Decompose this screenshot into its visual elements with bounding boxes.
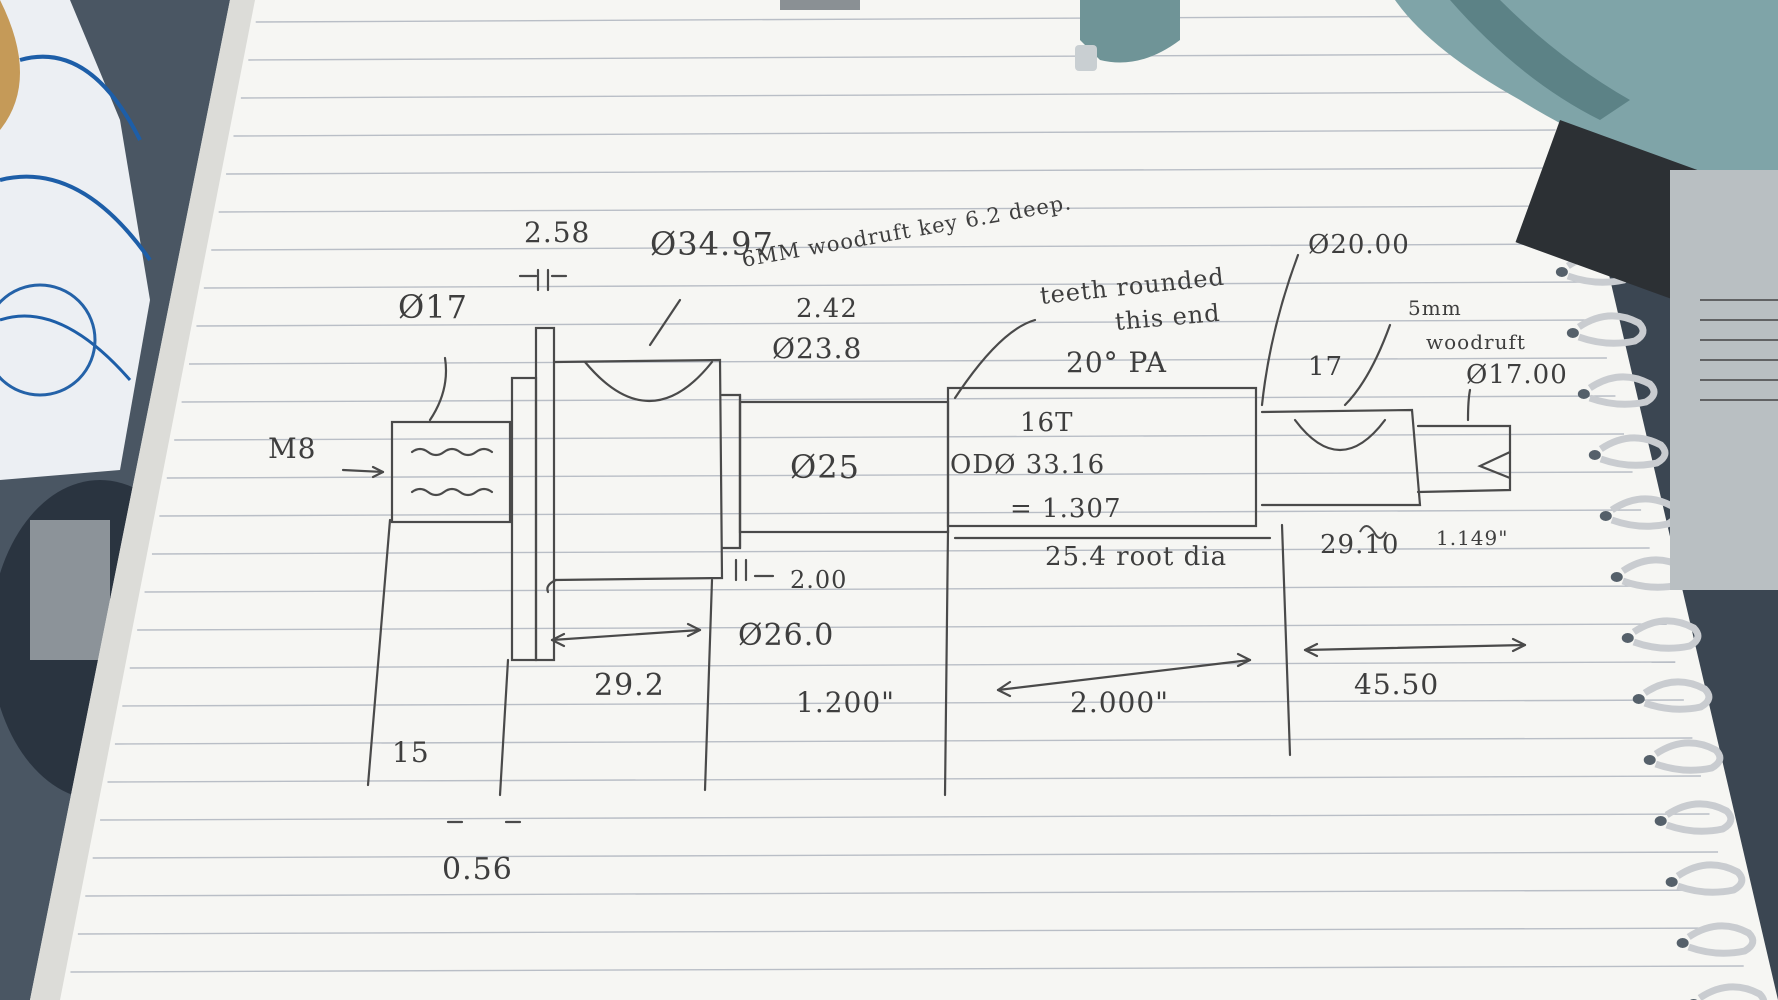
ruled-line	[248, 53, 1539, 61]
shaft-sketch	[341, 253, 1527, 824]
ruled-line	[159, 509, 1642, 517]
length-2-000-label: 2.000"	[1070, 686, 1170, 719]
ruled-line	[181, 395, 1616, 403]
spiral-hole	[1632, 694, 1645, 704]
spiral-coil	[1697, 983, 1768, 1000]
spiral-coil	[1587, 373, 1658, 408]
spiral-hole	[1599, 511, 1612, 521]
ruled-line	[166, 471, 1633, 479]
spiral-hole	[1676, 938, 1689, 948]
spiral-coil	[1631, 617, 1702, 652]
diameter-34-97-label: Ø34.97	[650, 225, 774, 263]
mark-17-label: 17	[1308, 352, 1344, 382]
mug	[0, 0, 152, 480]
outside-diameter-inches-label: = 1.307	[1010, 494, 1122, 524]
outside-diameter-label: ODØ 33.16	[950, 450, 1106, 480]
spiral-hole	[1566, 328, 1579, 338]
ruled-line	[114, 737, 1693, 745]
width-2-42-label: 2.42	[796, 294, 858, 324]
micrometer	[780, 0, 1778, 590]
diameter-20-00-label: Ø20.00	[1308, 230, 1410, 260]
length-29-10-inches-label: 1.149"	[1436, 526, 1509, 550]
spiral-hole	[1577, 389, 1590, 399]
spiral-hole	[1654, 816, 1667, 826]
spiral-coil	[1686, 922, 1757, 957]
diameter-17-label: Ø17	[398, 288, 468, 326]
ruled-line	[151, 547, 1650, 555]
diameter-17-00-label: Ø17.00	[1466, 360, 1568, 390]
scribbled-number	[1359, 525, 1387, 539]
woodruff-5mm-line-1: 5mm	[1408, 296, 1462, 320]
width-2-58-label: 2.58	[524, 216, 591, 249]
ruled-line	[174, 433, 1625, 441]
spiral-hole	[1610, 572, 1623, 582]
root-diameter-label: 25.4 root dia	[1045, 542, 1228, 572]
ruled-line	[92, 851, 1719, 859]
ruled-line	[233, 129, 1556, 137]
ruled-line	[85, 889, 1727, 897]
width-2-00-label: 2.00	[790, 566, 848, 594]
teeth-count-label: 16T	[1020, 408, 1074, 438]
ruled-line	[77, 927, 1736, 935]
ruled-line	[255, 15, 1530, 23]
ruled-line	[240, 91, 1548, 99]
woodruff-5mm-line-2: woodruft	[1426, 330, 1526, 354]
notebook-paper	[30, 0, 1778, 1000]
ruled-line	[226, 167, 1565, 175]
width-0-56-label: 0.56	[442, 852, 513, 887]
spiral-coil	[1598, 434, 1669, 469]
spiral-coil	[1675, 861, 1746, 896]
spiral-coil	[1653, 739, 1724, 774]
ruled-line	[218, 205, 1573, 213]
ruled-line	[211, 243, 1582, 251]
ruled-line	[122, 699, 1684, 707]
ruled-line	[107, 775, 1701, 783]
diameter-25-label: Ø25	[790, 448, 860, 486]
spiral-hole	[1621, 633, 1634, 643]
ruled-line	[129, 661, 1676, 669]
ruled-line	[137, 623, 1667, 631]
ruled-line	[203, 281, 1590, 289]
spiral-hole	[1643, 755, 1656, 765]
thread-label: M8	[268, 432, 317, 465]
spiral-coil	[1642, 678, 1713, 713]
length-1-200-label: 1.200"	[796, 686, 896, 719]
spiral-coil	[1664, 800, 1735, 835]
spiral-hole	[1665, 877, 1678, 887]
ruled-line	[196, 319, 1599, 327]
ruled-line	[144, 585, 1659, 593]
ruled-line	[100, 813, 1710, 821]
length-45-50-label: 45.50	[1354, 668, 1440, 701]
ruled-line	[189, 357, 1607, 365]
length-29-10-label: 29.10	[1320, 530, 1400, 560]
length-29-2-label: 29.2	[594, 668, 665, 703]
spiral-hole	[1555, 267, 1568, 277]
ruled-line	[70, 965, 1744, 973]
spiral-coil	[1576, 312, 1647, 347]
pressure-angle-label: 20° PA	[1066, 346, 1168, 379]
length-15-label: 15	[392, 736, 430, 769]
diameter-23-8-label: Ø23.8	[772, 332, 863, 365]
diameter-26-0-label: Ø26.0	[738, 618, 835, 653]
spiral-hole	[1588, 450, 1601, 460]
